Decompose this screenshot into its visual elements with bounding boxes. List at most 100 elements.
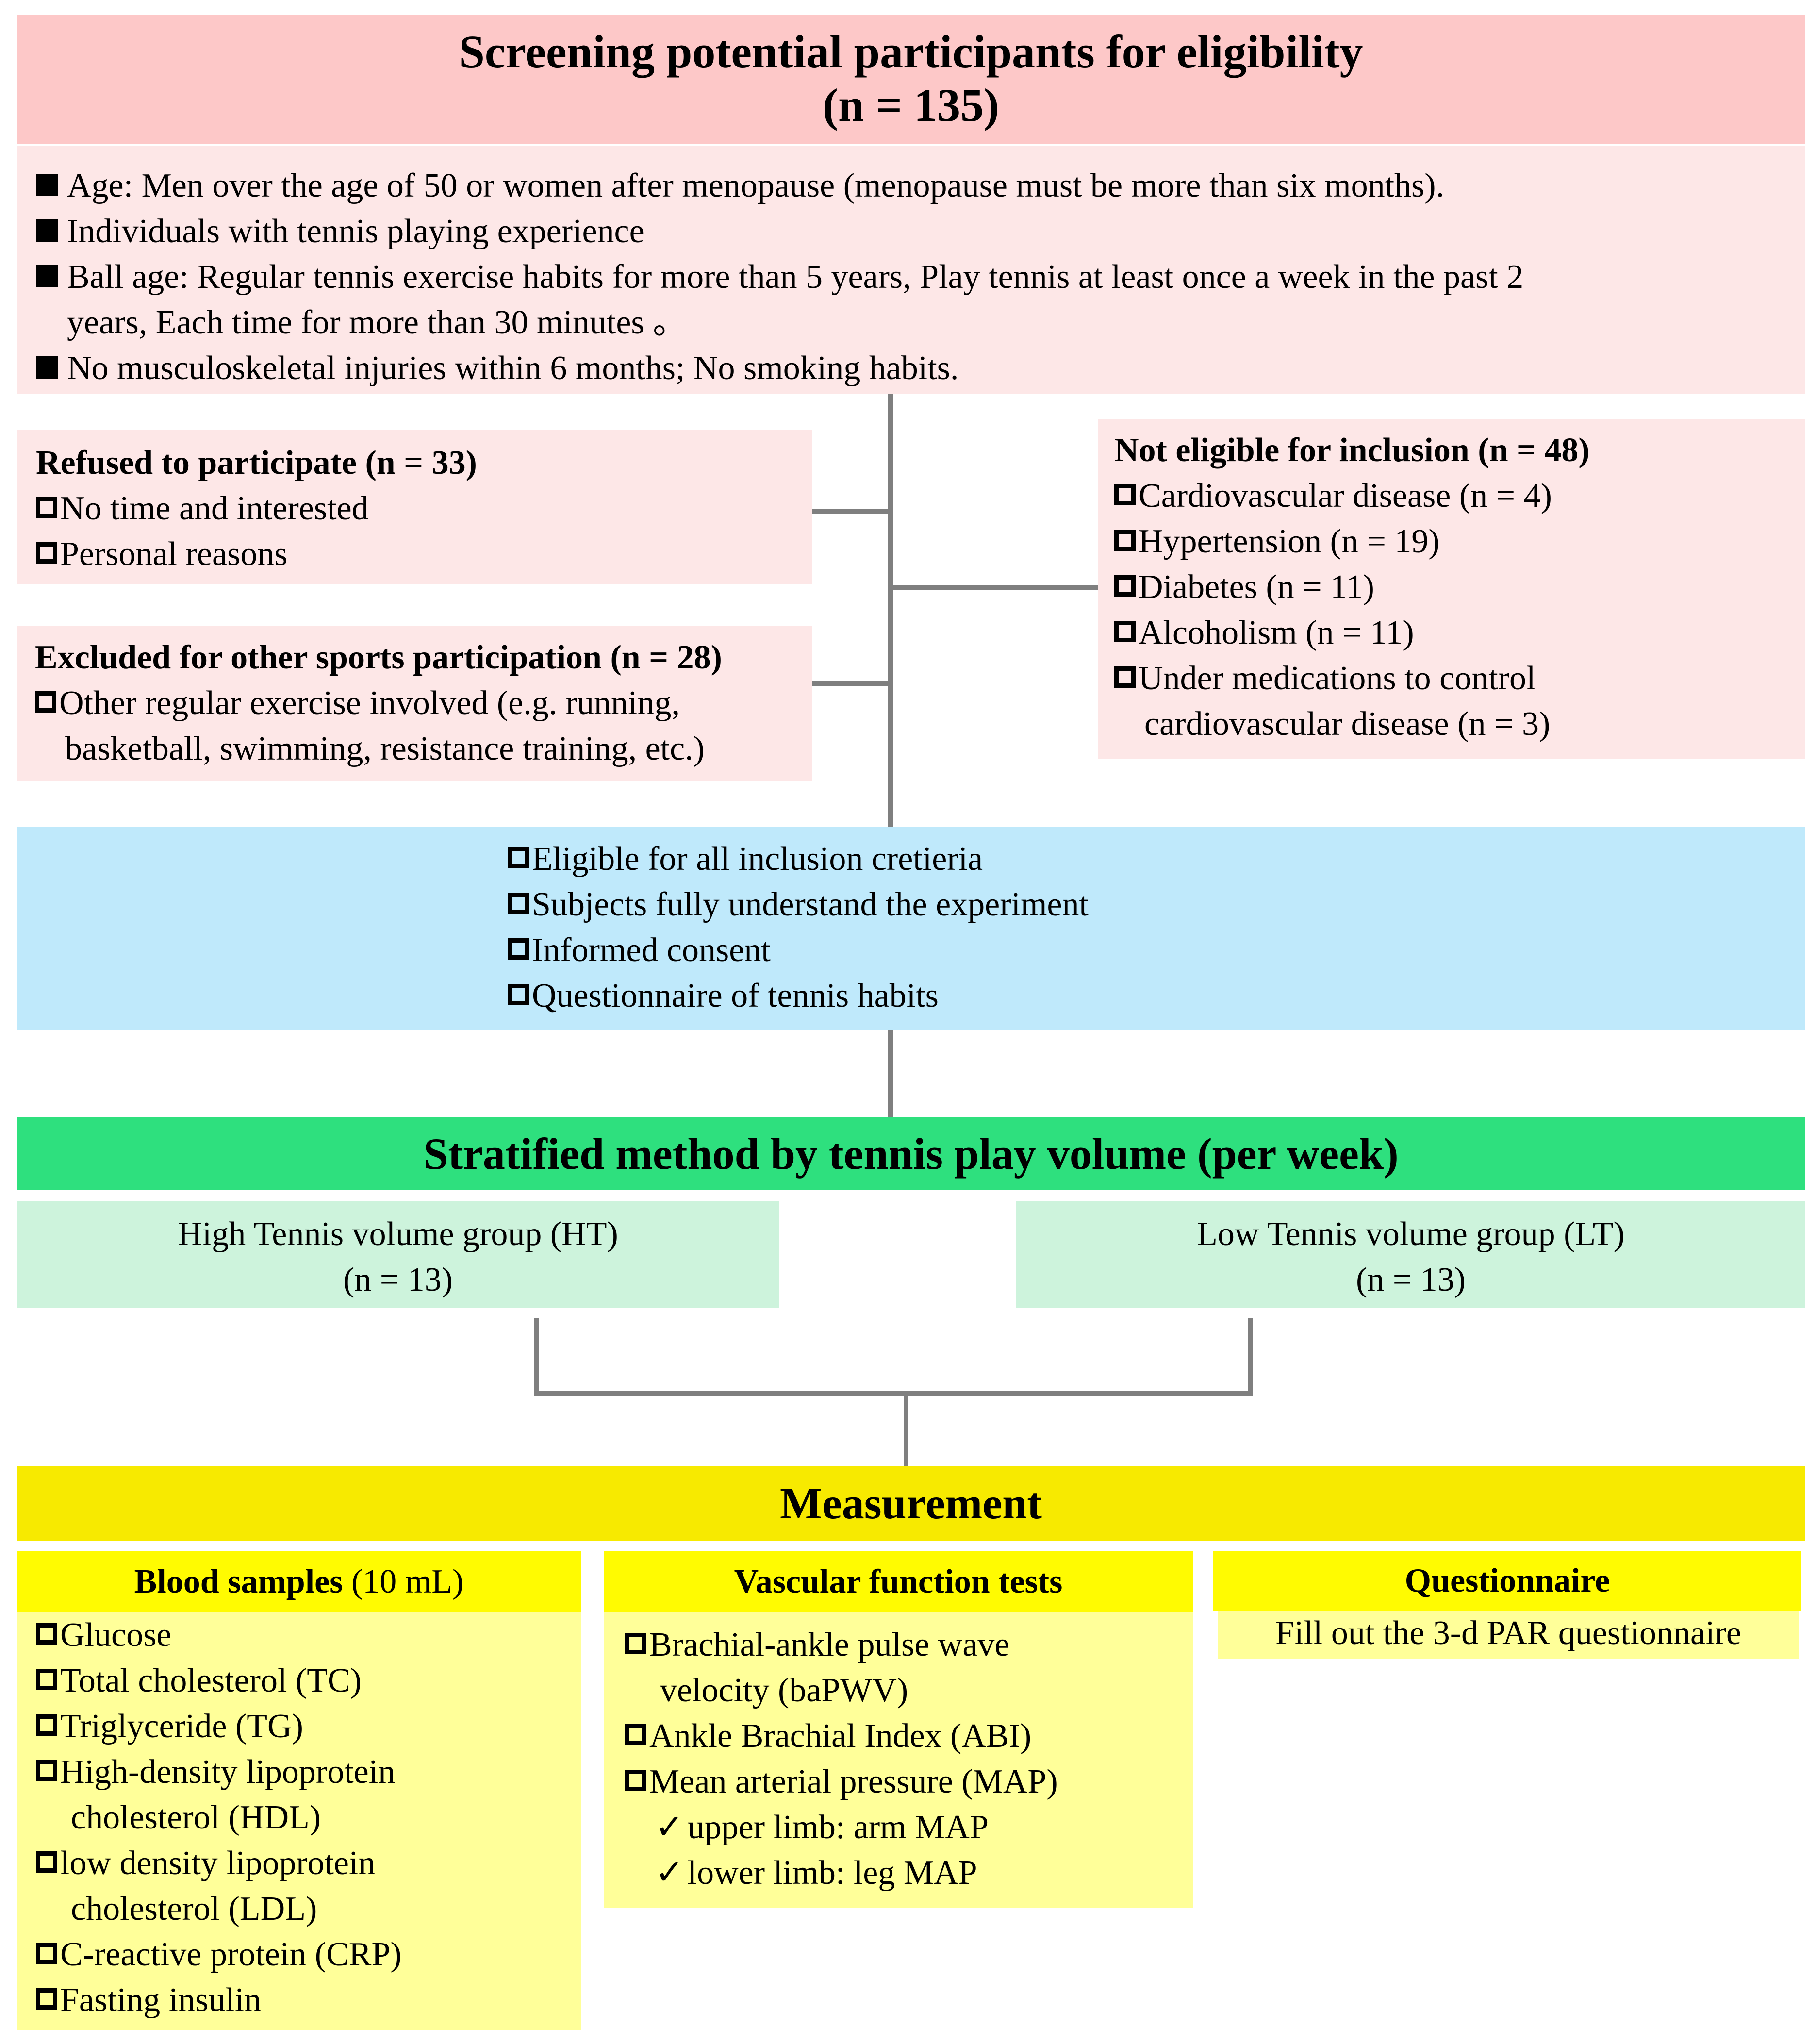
- criteria-text: No musculoskeletal injuries within 6 mon…: [67, 349, 959, 387]
- low-volume-group: Low Tennis volume group (LT) (n = 13): [1016, 1201, 1805, 1308]
- checkbox-square-icon: [36, 1760, 57, 1781]
- connector-not-eligible: [891, 585, 1098, 590]
- list-item: Brachial-ankle pulse wave: [625, 1622, 1193, 1668]
- checkbox-square-icon: [508, 893, 529, 914]
- checkbox-square-icon: [1114, 484, 1136, 505]
- connector-excluded: [812, 681, 891, 686]
- checkbox-square-icon: [36, 1623, 57, 1645]
- list-item: Under medications to control: [1114, 656, 1805, 701]
- excluded-reason: Other regular exercise involved (e.g. ru…: [59, 684, 680, 722]
- vascular-item: Mean arterial pressure (MAP): [649, 1763, 1058, 1800]
- checkbox-square-icon: [36, 542, 57, 564]
- checkbox-square-icon: [36, 1943, 57, 1964]
- refused-box: Refused to participate (n = 33) No time …: [17, 430, 812, 584]
- bullet-square-icon: [36, 219, 58, 242]
- criteria-text: Age: Men over the age of 50 or women aft…: [67, 167, 1445, 204]
- criteria-text-continued: years, Each time for more than 30 minute…: [67, 304, 687, 341]
- bullet-square-icon: [36, 174, 58, 196]
- checkmark-icon: ✓: [655, 1854, 684, 1892]
- checkbox-square-icon: [1114, 530, 1136, 551]
- eligible-item: Informed consent: [532, 931, 771, 969]
- checkbox-square-icon: [508, 938, 529, 960]
- blood-samples-header: Blood samples (10 mL): [17, 1551, 581, 1612]
- list-item: ✓lower limb: leg MAP: [625, 1850, 1193, 1896]
- blood-samples-volume: (10 mL): [343, 1563, 464, 1600]
- screening-title: Screening potential participants for eli…: [459, 26, 1363, 78]
- eligible-item: Subjects fully understand the experiment: [532, 886, 1089, 923]
- checkbox-square-icon: [35, 691, 56, 713]
- list-item: Total cholesterol (TC): [36, 1658, 581, 1704]
- blood-item: Glucose: [60, 1616, 172, 1654]
- criteria-item: Ball age: Regular tennis exercise habits…: [36, 254, 1805, 300]
- checkbox-square-icon: [36, 1714, 57, 1736]
- not-eligible-reason: Cardiovascular disease (n = 4): [1139, 477, 1552, 515]
- blood-item: Triglyceride (TG): [60, 1708, 303, 1745]
- list-item: Questionnaire of tennis habits: [508, 973, 1805, 1019]
- blood-samples-title: Blood samples: [134, 1563, 343, 1600]
- high-group-name: High Tennis volume group (HT): [178, 1215, 618, 1253]
- list-item: High-density lipoprotein: [36, 1749, 581, 1795]
- vascular-subitem: lower limb: leg MAP: [687, 1854, 977, 1892]
- low-group-name: Low Tennis volume group (LT): [1197, 1215, 1625, 1253]
- checkbox-square-icon: [508, 984, 529, 1005]
- criteria-item: Age: Men over the age of 50 or women aft…: [36, 163, 1805, 209]
- low-group-count: (n = 13): [1355, 1261, 1466, 1298]
- blood-item-continued: cholesterol (HDL): [71, 1799, 321, 1836]
- checkbox-square-icon: [625, 1633, 646, 1654]
- eligible-box: Eligible for all inclusion cretieria Sub…: [17, 827, 1805, 1030]
- vascular-item-continued: velocity (baPWV): [660, 1672, 908, 1709]
- connector-ht-down: [534, 1318, 539, 1396]
- checkbox-square-icon: [36, 1988, 57, 2010]
- blood-item: C-reactive protein (CRP): [60, 1936, 402, 1973]
- eligible-item: Questionnaire of tennis habits: [532, 977, 939, 1014]
- excluded-box: Excluded for other sports participation …: [17, 626, 812, 781]
- list-item: Fasting insulin: [36, 1978, 581, 2023]
- not-eligible-title: Not eligible for inclusion (n = 48): [1114, 432, 1590, 469]
- blood-item: High-density lipoprotein: [60, 1753, 396, 1791]
- bullet-square-icon: [36, 356, 58, 379]
- connector-refused: [812, 509, 891, 514]
- not-eligible-reason: Under medications to control: [1139, 660, 1536, 697]
- screening-header: Screening potential participants for eli…: [17, 15, 1805, 144]
- refused-title: Refused to participate (n = 33): [36, 444, 477, 482]
- list-item: ✓upper limb: arm MAP: [625, 1805, 1193, 1850]
- questionnaire-text: Fill out the 3-d PAR questionnaire: [1218, 1611, 1799, 1659]
- high-group-count: (n = 13): [343, 1261, 453, 1298]
- screening-criteria: Age: Men over the age of 50 or women aft…: [17, 146, 1805, 394]
- list-item: Hypertension (n = 19): [1114, 519, 1805, 565]
- connector-to-measurement: [904, 1396, 908, 1466]
- excluded-reason-continued: basketball, swimming, resistance trainin…: [65, 730, 705, 767]
- list-item: Ankle Brachial Index (ABI): [625, 1713, 1193, 1759]
- checkbox-square-icon: [625, 1770, 646, 1791]
- list-item: Other regular exercise involved (e.g. ru…: [35, 681, 812, 726]
- list-item: Mean arterial pressure (MAP): [625, 1759, 1193, 1805]
- high-volume-group: High Tennis volume group (HT) (n = 13): [17, 1201, 779, 1308]
- refused-reason: No time and interested: [60, 490, 369, 527]
- not-eligible-reason: Alcoholism (n = 11): [1139, 614, 1414, 651]
- measurement-header: Measurement: [17, 1466, 1805, 1541]
- list-item: Triglyceride (TG): [36, 1704, 581, 1749]
- list-item: Alcoholism (n = 11): [1114, 610, 1805, 656]
- list-item: Eligible for all inclusion cretieria: [508, 836, 1805, 882]
- blood-item: Fasting insulin: [60, 1981, 262, 2019]
- checkbox-square-icon: [625, 1724, 646, 1745]
- checkbox-square-icon: [508, 847, 529, 868]
- screening-count: (n = 135): [822, 79, 1000, 131]
- list-item: Subjects fully understand the experiment: [508, 882, 1805, 928]
- eligible-item: Eligible for all inclusion cretieria: [532, 840, 983, 878]
- criteria-text: Individuals with tennis playing experien…: [67, 213, 644, 250]
- refused-reason: Personal reasons: [60, 535, 288, 573]
- criteria-text: Ball age: Regular tennis exercise habits…: [67, 258, 1524, 296]
- blood-item-continued: cholesterol (LDL): [71, 1890, 317, 1928]
- vascular-tests-header: Vascular function tests: [604, 1551, 1193, 1612]
- list-item: Personal reasons: [36, 532, 812, 577]
- connector-lt-down: [1248, 1318, 1253, 1396]
- not-eligible-reason-continued: cardiovascular disease (n = 3): [1144, 705, 1551, 743]
- questionnaire-header: Questionnaire: [1213, 1551, 1801, 1611]
- vascular-item: Ankle Brachial Index (ABI): [649, 1717, 1032, 1755]
- checkbox-square-icon: [1114, 575, 1136, 597]
- not-eligible-reason: Hypertension (n = 19): [1139, 523, 1440, 560]
- excluded-title: Excluded for other sports participation …: [35, 639, 722, 676]
- connector-groups-horizontal: [534, 1391, 1253, 1396]
- blood-item: Total cholesterol (TC): [60, 1662, 362, 1699]
